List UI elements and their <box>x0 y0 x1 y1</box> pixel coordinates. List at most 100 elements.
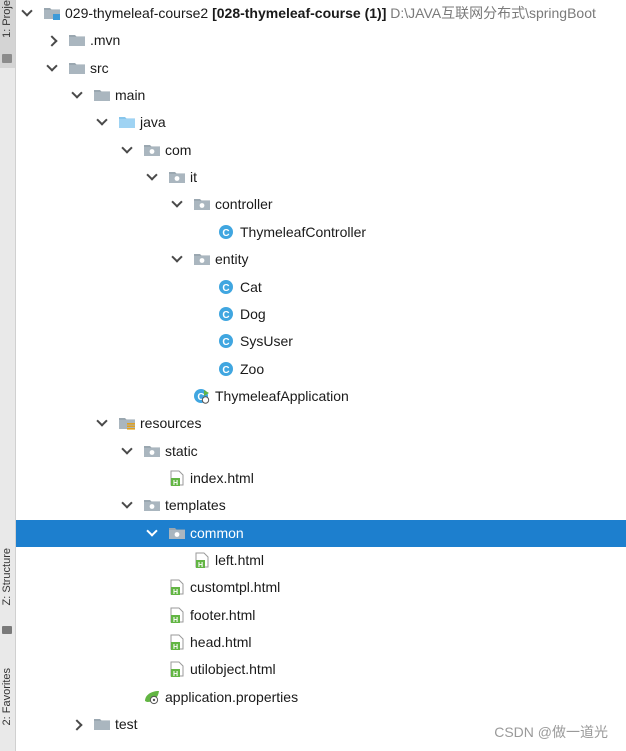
java-class-icon: C <box>218 333 236 349</box>
tree-node-label: resources <box>140 415 201 432</box>
spring-boot-class-icon: C <box>193 388 211 404</box>
tree-node-label: controller <box>215 196 273 213</box>
tree-node-java[interactable]: java <box>16 109 626 136</box>
chevron-down-icon[interactable] <box>96 415 108 427</box>
tree-node-label: 029-thymeleaf-course2 [028-thymeleaf-cou… <box>65 5 596 22</box>
node-name: resources <box>140 415 202 432</box>
watermark: CSDN @做一道光 <box>494 724 608 740</box>
tree-node-static[interactable]: static <box>16 438 626 465</box>
node-name: customtpl.html <box>190 579 281 596</box>
html-file-icon: H <box>168 579 186 596</box>
tree-node-label: Zoo <box>240 361 264 378</box>
package-icon <box>193 251 211 267</box>
tree-node-resources[interactable]: resources <box>16 410 626 437</box>
tool-window-strip: 1: Proje Z: Structure 2: Favorites <box>0 0 16 751</box>
tree-node-thymeleafapplication[interactable]: C ThymeleafApplication <box>16 383 626 410</box>
svg-text:C: C <box>222 337 229 348</box>
structure-tab-label: Z: Structure <box>1 548 13 606</box>
svg-text:H: H <box>173 589 178 595</box>
node-name: controller <box>215 196 273 213</box>
node-name: ThymeleafApplication <box>215 387 349 404</box>
chevron-right-icon[interactable] <box>71 719 83 731</box>
svg-text:H: H <box>173 644 178 650</box>
tree-node-label: common <box>190 525 244 542</box>
structure-tool-tab[interactable]: Z: Structure <box>0 548 15 638</box>
tree-node-src[interactable]: src <box>16 55 626 82</box>
tree-node-common[interactable]: common <box>16 519 626 547</box>
folder-icon <box>93 87 111 103</box>
project-tab-icon <box>2 54 12 63</box>
tree-node-entity[interactable]: entity <box>16 246 626 273</box>
chevron-down-icon[interactable] <box>146 524 158 537</box>
svg-text:C: C <box>222 365 229 376</box>
node-name: 029-thymeleaf-course2 <box>65 5 209 21</box>
node-name: .mvn <box>90 32 121 49</box>
chevron-down-icon[interactable] <box>171 251 183 263</box>
chevron-down-icon[interactable] <box>121 142 133 154</box>
java-class-icon: C <box>218 361 236 377</box>
tree-node-mvn[interactable]: .mvn <box>16 27 626 54</box>
package-icon <box>143 443 161 459</box>
tree-node-zoo[interactable]: C Zoo <box>16 356 626 383</box>
tree-node-templates[interactable]: templates <box>16 492 626 519</box>
svg-text:H: H <box>198 562 203 568</box>
module-folder-icon <box>43 5 61 21</box>
svg-text:C: C <box>197 392 204 403</box>
tree-node-test[interactable]: test <box>16 711 626 738</box>
tree-node-label: Cat <box>240 279 262 296</box>
tree-node-label: .mvn <box>90 32 120 49</box>
tree-node-label: it <box>190 169 197 186</box>
tree-node-it[interactable]: it <box>16 164 626 191</box>
chevron-down-icon[interactable] <box>96 114 108 127</box>
tree-node-main[interactable]: main <box>16 82 626 109</box>
chevron-down-icon[interactable] <box>21 5 33 17</box>
chevron-down-icon[interactable] <box>121 442 133 455</box>
tree-node-label: SysUser <box>240 333 293 350</box>
node-name: test <box>115 716 138 733</box>
tree-node-module[interactable]: 029-thymeleaf-course2 [028-thymeleaf-cou… <box>16 0 626 27</box>
node-name: entity <box>215 251 249 268</box>
package-icon <box>168 525 186 541</box>
tree-node-controller[interactable]: controller <box>16 191 626 218</box>
node-name: common <box>190 524 244 541</box>
svg-text:C: C <box>222 310 229 321</box>
chevron-down-icon[interactable] <box>121 497 133 509</box>
tree-node-label: application.properties <box>165 689 298 706</box>
tree-node-label: templates <box>165 497 226 514</box>
node-name: head.html <box>190 634 252 651</box>
chevron-down-icon[interactable] <box>71 87 83 99</box>
tree-node-label: static <box>165 443 198 460</box>
html-file-icon: H <box>168 607 186 624</box>
favorites-tab-label: 2: Favorites <box>1 668 13 726</box>
node-name: utilobject.html <box>190 661 276 678</box>
tree-node-label: utilobject.html <box>190 661 276 678</box>
node-name: left.html <box>215 552 265 568</box>
tree-node-label: test <box>115 716 138 733</box>
project-tool-tab[interactable]: 1: Proje <box>0 0 15 68</box>
chevron-down-icon[interactable] <box>46 60 58 72</box>
tree-node-label: index.html <box>190 470 254 487</box>
tree-node-appprops[interactable]: application.properties <box>16 684 626 711</box>
html-file-icon: H <box>168 634 186 651</box>
chevron-right-icon[interactable] <box>46 35 58 48</box>
tree-node-label: src <box>90 60 109 77</box>
tree-node-label: com <box>165 142 191 159</box>
node-name: index.html <box>190 469 254 486</box>
package-icon <box>168 169 186 185</box>
favorites-tool-tab[interactable]: 2: Favorites <box>0 668 15 751</box>
node-name: SysUser <box>240 333 293 350</box>
chevron-down-icon[interactable] <box>171 196 183 209</box>
tree-node-sysuser[interactable]: C SysUser <box>16 328 626 355</box>
svg-text:H: H <box>173 617 178 623</box>
chevron-down-icon[interactable] <box>146 169 158 181</box>
tree-node-com[interactable]: com <box>16 137 626 164</box>
